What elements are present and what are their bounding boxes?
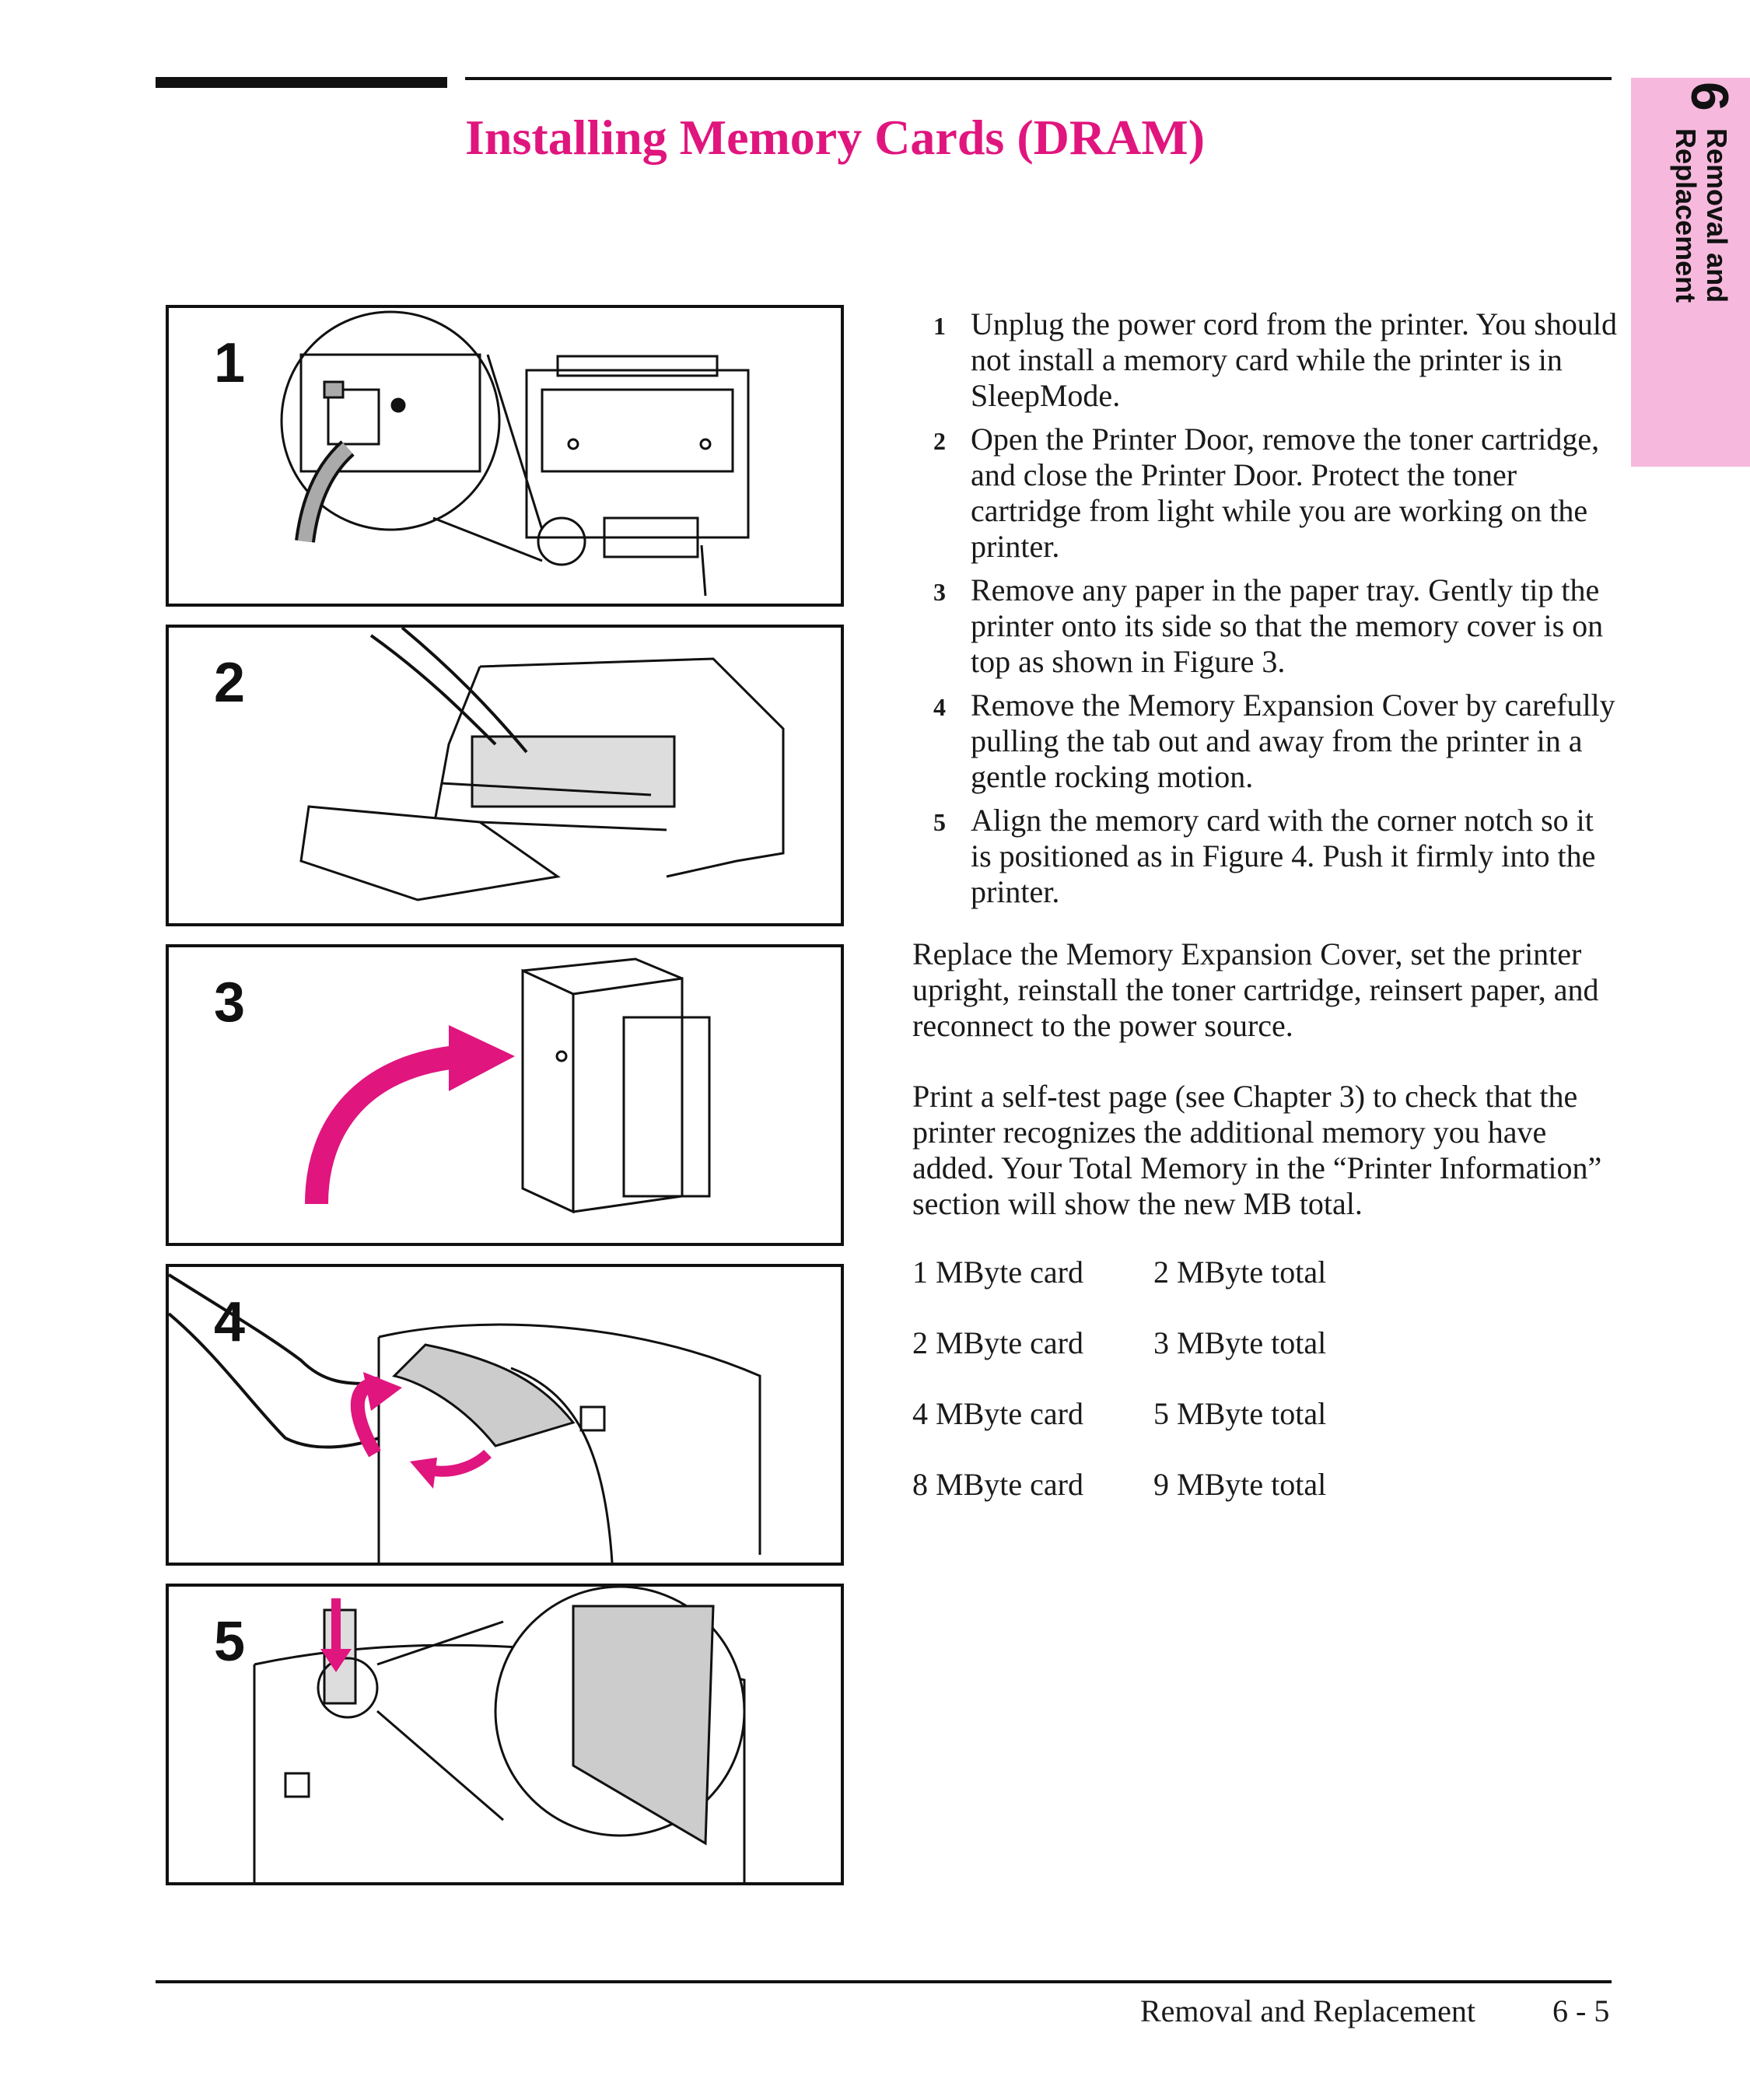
memory-total: 3 MByte total [1153,1325,1327,1360]
memory-card-size: 4 MByte card [912,1396,1083,1431]
chapter-tab: 6 Removal and Replacement [1631,78,1750,467]
paragraph-replace-cover: Replace the Memory Expansion Cover, set … [912,936,1599,1043]
figure-4: 4 [166,1264,844,1566]
memory-card-size: 8 MByte card [912,1467,1083,1502]
instruction-steps: 1 Unplug the power cord from the printer… [933,306,1618,918]
page-number: 6 - 5 [1552,1993,1610,2028]
chapter-number: 6 [1680,82,1739,111]
step-text: Remove any paper in the paper tray. Gent… [971,572,1604,679]
table-row: 4 MByte card 5 MByte total [912,1395,1326,1466]
memory-total: 5 MByte total [1153,1396,1327,1431]
step-number: 4 [933,693,946,721]
figure-1: 1 [166,305,844,607]
footer-section: Removal and Replacement [1140,1993,1475,2028]
step-number: 2 [933,427,946,455]
figure-4-illustration [169,1273,761,1563]
step-text: Remove the Memory Expansion Cover by car… [971,688,1615,794]
figure-2-illustration [299,628,785,901]
step-number: 5 [933,808,946,836]
figure-5: 5 [166,1584,844,1885]
figure-2: 2 [166,625,844,926]
step-text: Align the memory card with the corner no… [971,803,1596,909]
memory-table: 1 MByte card 2 MByte total 2 MByte card 3 … [912,1254,1326,1537]
figure-number: 2 [214,652,246,714]
header-rule-thick [156,77,447,88]
chapter-label-line1: Removal and [1701,128,1733,303]
list-item: 2 Open the Printer Door, remove the tone… [933,422,1618,565]
figure-number: 3 [214,971,246,1034]
step-number: 1 [933,312,946,340]
chapter-label-line2: Replacement [1670,128,1702,303]
figure-number: 4 [214,1291,246,1353]
page-title: Installing Memory Cards (DRAM) [465,110,1205,165]
memory-card-size: 2 MByte card [912,1325,1083,1360]
paragraph-self-test: Print a self-test page (see Chapter 3) t… [912,1079,1602,1221]
figure-5-illustration [253,1587,746,1882]
table-row: 2 MByte card 3 MByte total [912,1325,1326,1395]
step-number: 3 [933,578,946,606]
memory-card-size: 1 MByte card [912,1255,1083,1290]
list-item: 1 Unplug the power cord from the printer… [933,306,1618,414]
list-item: 5 Align the memory card with the corner … [933,803,1618,910]
figure-1-illustration [280,310,750,597]
figure-3-illustration [305,957,711,1214]
figure-number: 1 [214,332,246,394]
memory-total: 2 MByte total [1153,1255,1327,1290]
figure-number: 5 [214,1611,246,1673]
list-item: 3 Remove any paper in the paper tray. Ge… [933,572,1618,680]
header-rule-thin [465,77,1612,80]
step-text: Unplug the power cord from the printer. … [971,306,1618,413]
memory-total: 9 MByte total [1153,1467,1327,1502]
table-row: 1 MByte card 2 MByte total [912,1254,1326,1325]
table-row: 8 MByte card 9 MByte total [912,1466,1326,1537]
figure-3: 3 [166,944,844,1246]
list-item: 4 Remove the Memory Expansion Cover by c… [933,688,1618,795]
step-text: Open the Printer Door, remove the toner … [971,422,1600,564]
footer-rule [156,1980,1612,1983]
